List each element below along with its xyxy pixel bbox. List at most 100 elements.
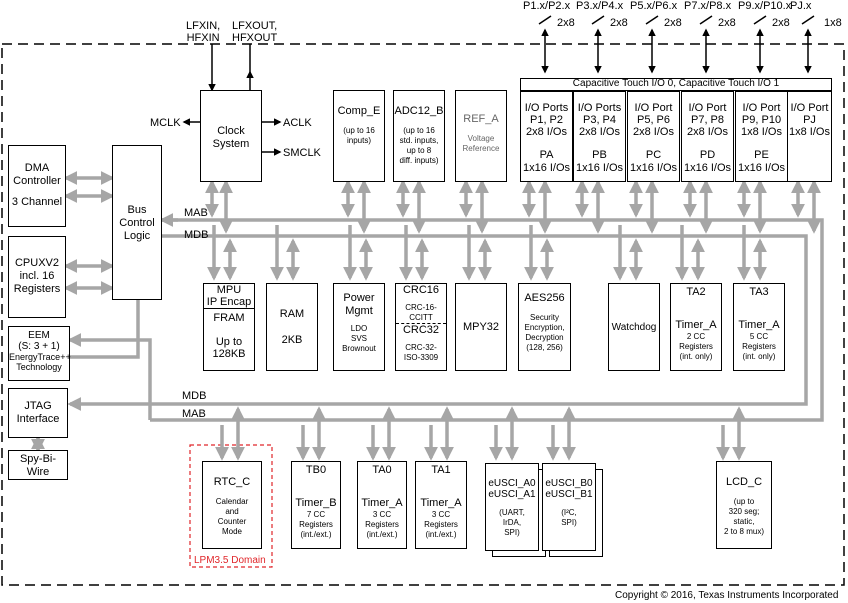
clock-system-block: Clock System xyxy=(200,90,262,182)
power-mgmt-block: Power Mgmt LDO SVS Brownout xyxy=(333,283,385,371)
lpm-domain-boundary xyxy=(189,444,273,568)
eem-block: EEM (S: 3 + 1) EnergyTrace++ Technology xyxy=(8,326,71,381)
usci-b-block: eUSCI_B0 eUSCI_B1 (I²C, SPI) xyxy=(542,463,596,551)
bus-lines xyxy=(31,171,824,461)
crc16-title: CRC16 xyxy=(402,284,440,296)
rtc-sub: Calendar and Counter Mode xyxy=(215,497,249,536)
port-pin-label: P3.x/P4.x xyxy=(576,0,624,12)
port-arrows xyxy=(182,15,815,156)
io-port-io: 1x16 I/Os xyxy=(683,162,732,174)
usci-b-title: eUSCI_B0 eUSCI_B1 xyxy=(545,478,593,500)
mpu-title: MPU IP Encap xyxy=(204,284,254,309)
ta3-block: TA3 Timer_A 5 CC Registers (int. only) xyxy=(733,283,785,371)
cpu-block: CPUXV2 incl. 16 Registers xyxy=(8,236,66,318)
mdb-label-bottom: MDB xyxy=(182,390,207,402)
io-port-title: I/O Ports P3, P4 2x8 I/Os xyxy=(577,102,622,138)
mab-label-top: MAB xyxy=(184,207,208,219)
io-port-title: I/O Port P9, P10 1x8 I/Os xyxy=(741,102,782,138)
dma-controller-block: DMA Controller 3 Channel xyxy=(8,145,66,227)
ram-block: RAM 2KB xyxy=(266,283,318,371)
port-pin-label: PJ.x xyxy=(790,0,812,12)
watchdog-block: Watchdog xyxy=(608,283,660,371)
clock-output-label: LFXOUT, HFXOUT xyxy=(232,20,278,44)
lcd-sub: (up to 320 seg; static, 2 to 8 mux) xyxy=(723,497,764,536)
io-port-name: PB xyxy=(592,149,607,161)
port-width-label: 2x8 xyxy=(718,17,736,29)
lpm35-domain-label: LPM3.5 Domain xyxy=(194,555,266,566)
io-port-name: PD xyxy=(699,149,716,161)
comp-e-sub: (up to 16 inputs) xyxy=(343,126,375,145)
crc32-sub: CRC-32- ISO-3309 xyxy=(403,343,439,362)
lcd-title: LCD_C xyxy=(725,476,763,488)
ta0-title: TA0 xyxy=(372,464,392,476)
ta1-title: TA1 xyxy=(431,464,451,476)
fram-body: FRAM Up to 128KB xyxy=(212,312,246,360)
mclk-label: MCLK xyxy=(150,117,181,129)
io-port-title: I/O Port PJ 1x8 I/Os xyxy=(789,102,830,138)
mpy32-block: MPY32 xyxy=(455,283,507,371)
port-width-label: 2x8 xyxy=(557,17,575,29)
io-port-name: PA xyxy=(539,149,554,161)
adc12-sub: (up to 16 std. inputs, up to 8 diff. inp… xyxy=(399,126,439,165)
io-port-name: PC xyxy=(645,149,662,161)
ta1-block: TA1 Timer_A 3 CC Registers (int./ext.) xyxy=(415,461,467,549)
port-width-label: 2x8 xyxy=(664,17,682,29)
copyright: Copyright © 2016, Texas Instruments Inco… xyxy=(615,590,839,601)
io-port-block: I/O Port PJ 1x8 I/Os xyxy=(787,91,832,182)
eem-title: EEM (S: 3 + 1) xyxy=(18,330,60,352)
aes-sub: Security Encryption, Decryption (128, 25… xyxy=(524,313,565,352)
lcd-c-block: LCD_C (up to 320 seg; static, 2 to 8 mux… xyxy=(716,461,772,549)
power-title: Power Mgmt xyxy=(343,292,375,317)
ta3-sub: 5 CC Registers (int. only) xyxy=(742,332,776,361)
aes256-block: AES256 Security Encryption, Decryption (… xyxy=(518,283,571,371)
io-port-io: 1x16 I/Os xyxy=(575,162,624,174)
port-width-label: 2x8 xyxy=(772,17,790,29)
ref-a-sub: Voltage Reference xyxy=(462,134,500,153)
io-port-io: 1x16 I/Os xyxy=(522,162,571,174)
ta2-title: TA2 xyxy=(686,286,706,298)
rtc-title: RTC_C xyxy=(213,476,251,488)
crc32-title: CRC32 xyxy=(402,324,440,336)
ref-a-block: REF_A Voltage Reference xyxy=(455,90,507,182)
adc12-title: ADC12_B xyxy=(394,105,444,117)
ta1-body: Timer_A xyxy=(420,497,462,509)
io-port-io: 1x16 I/Os xyxy=(737,162,786,174)
tb0-title: TB0 xyxy=(305,464,327,476)
mpu-fram-block: MPU IP Encap FRAM Up to 128KB xyxy=(203,283,255,371)
comp-e-title: Comp_E xyxy=(337,105,381,117)
bus-control-logic-block: Bus Control Logic xyxy=(112,145,162,300)
ta3-body: Timer_A xyxy=(738,319,780,331)
comp-e-block: Comp_E (up to 16 inputs) xyxy=(333,90,385,182)
port-width-label: 1x8 xyxy=(824,17,842,29)
io-port-name: PE xyxy=(754,149,769,161)
spy-bi-wire-block: Spy-Bi- Wire xyxy=(8,450,68,480)
usci-a-title: eUSCI_A0 eUSCI_A1 xyxy=(488,478,536,500)
port-pin-label: P7.x/P8.x xyxy=(684,0,732,12)
eem-sub: EnergyTrace++ Technology xyxy=(9,352,71,372)
port-width-label: 2x8 xyxy=(610,17,628,29)
io-port-title: I/O Port P7, P8 2x8 I/Os xyxy=(687,102,728,138)
ta2-body: Timer_A xyxy=(675,319,717,331)
ta0-sub: 3 CC Registers (int./ext.) xyxy=(365,510,399,539)
crc16-sub: CRC-16- CCITT xyxy=(396,303,446,324)
tb0-sub: 7 CC Registers (int./ext.) xyxy=(299,510,333,539)
port-pin-label: P9.x/P10.x xyxy=(738,0,792,12)
power-sub: LDO SVS Brownout xyxy=(342,324,376,353)
dma-title: DMA Controller xyxy=(13,162,61,187)
aes-title: AES256 xyxy=(524,292,565,304)
io-port-io: 1x16 I/Os xyxy=(629,162,678,174)
tb0-body: Timer_B xyxy=(295,497,337,509)
ta1-sub: 3 CC Registers (int./ext.) xyxy=(424,510,458,539)
smclk-label: SMCLK xyxy=(283,147,321,159)
ta2-block: TA2 Timer_A 2 CC Registers (int. only) xyxy=(670,283,722,371)
port-pin-label: P5.x/P6.x xyxy=(630,0,678,12)
aclk-label: ACLK xyxy=(283,117,312,129)
ta2-sub: 2 CC Registers (int. only) xyxy=(679,332,713,361)
ta3-title: TA3 xyxy=(749,286,769,298)
port-pin-label: P1.x/P2.x xyxy=(523,0,571,12)
clock-input-label: LFXIN, HFXIN xyxy=(186,20,221,44)
